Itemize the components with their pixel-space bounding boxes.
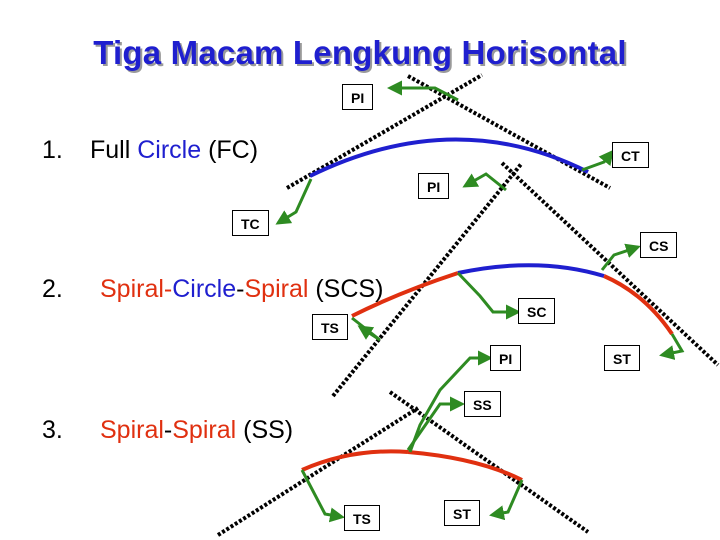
label-pi-1: PI [342,84,374,110]
label-ts-2: TS [344,505,380,531]
item-part-spiral: Spiral [244,275,309,303]
st-2-pointer-arrow [489,479,524,521]
label-st-2: ST [444,500,480,526]
label-sc: SC [518,298,556,324]
st-1-pointer-arrow [659,333,685,361]
tc-pointer-arrow [275,178,313,225]
scs-spiral-in-arc [351,271,459,318]
item-part-fc: (FC) [201,136,259,164]
scs-spiral-out-arc [603,274,674,336]
label-ss: SS [464,391,501,417]
tangent-line-scs-left [331,161,524,398]
tangent-line-scs-right [500,161,720,367]
item-part-circle: Circle [137,136,202,164]
ct-pointer-arrow [581,149,614,172]
item-part-spiral: Spiral [172,416,237,444]
pi-3-pointer-arrow [408,350,493,453]
tangent-lines [216,73,720,537]
pi-1-pointer-arrow [387,80,459,102]
ss-spiral-out-arc [407,450,523,482]
tangent-line-ss-left [216,406,420,537]
item-part-full: Full [90,136,138,164]
label-cs: CS [640,232,678,258]
item-part-ss: (SS) [236,416,294,444]
item-part-spiral: Spiral [100,416,164,444]
item-number: 1. [42,136,63,164]
ss-pointer-arrow [406,396,465,451]
pi-2-pointer-arrow [462,172,507,192]
item-spiral-spiral: 3. Spiral-Spiral (SS) [42,416,293,445]
item-number: 2. [42,275,63,303]
label-pi-2: PI [418,173,450,199]
item-full-circle: 1. Full Circle (FC) [42,136,258,165]
item-number: 3. [42,416,63,444]
label-tc: TC [232,210,269,236]
tangent-line-fc-right [407,74,611,190]
label-pi-3: PI [490,345,522,371]
label-st-1: ST [604,345,640,371]
scs-circle-arc [457,263,605,278]
label-ct: CT [612,142,649,168]
ts-2-pointer-arrow [300,469,345,523]
item-part-circle: Circle [172,275,237,303]
item-part-scs: (SCS) [308,275,384,303]
page-title: Tiga Macam Lengkung Horisontal [93,34,627,71]
tangent-line-fc-left [285,73,484,190]
ts-1-pointer-arrow [351,316,381,342]
item-part-spiral: Spiral- [100,275,173,303]
item-part-dash: - [163,416,173,444]
full-circle-arc [309,137,589,178]
cs-pointer-arrow [600,243,641,271]
label-ts-1: TS [312,314,348,340]
ss-spiral-in-arc [301,449,409,472]
item-part-dash: - [236,275,245,303]
item-spiral-circle-spiral: 2. Spiral-Circle-Spiral (SCS) [42,275,383,304]
tangent-line-ss-right [388,390,590,534]
sc-pointer-arrow [456,271,521,320]
